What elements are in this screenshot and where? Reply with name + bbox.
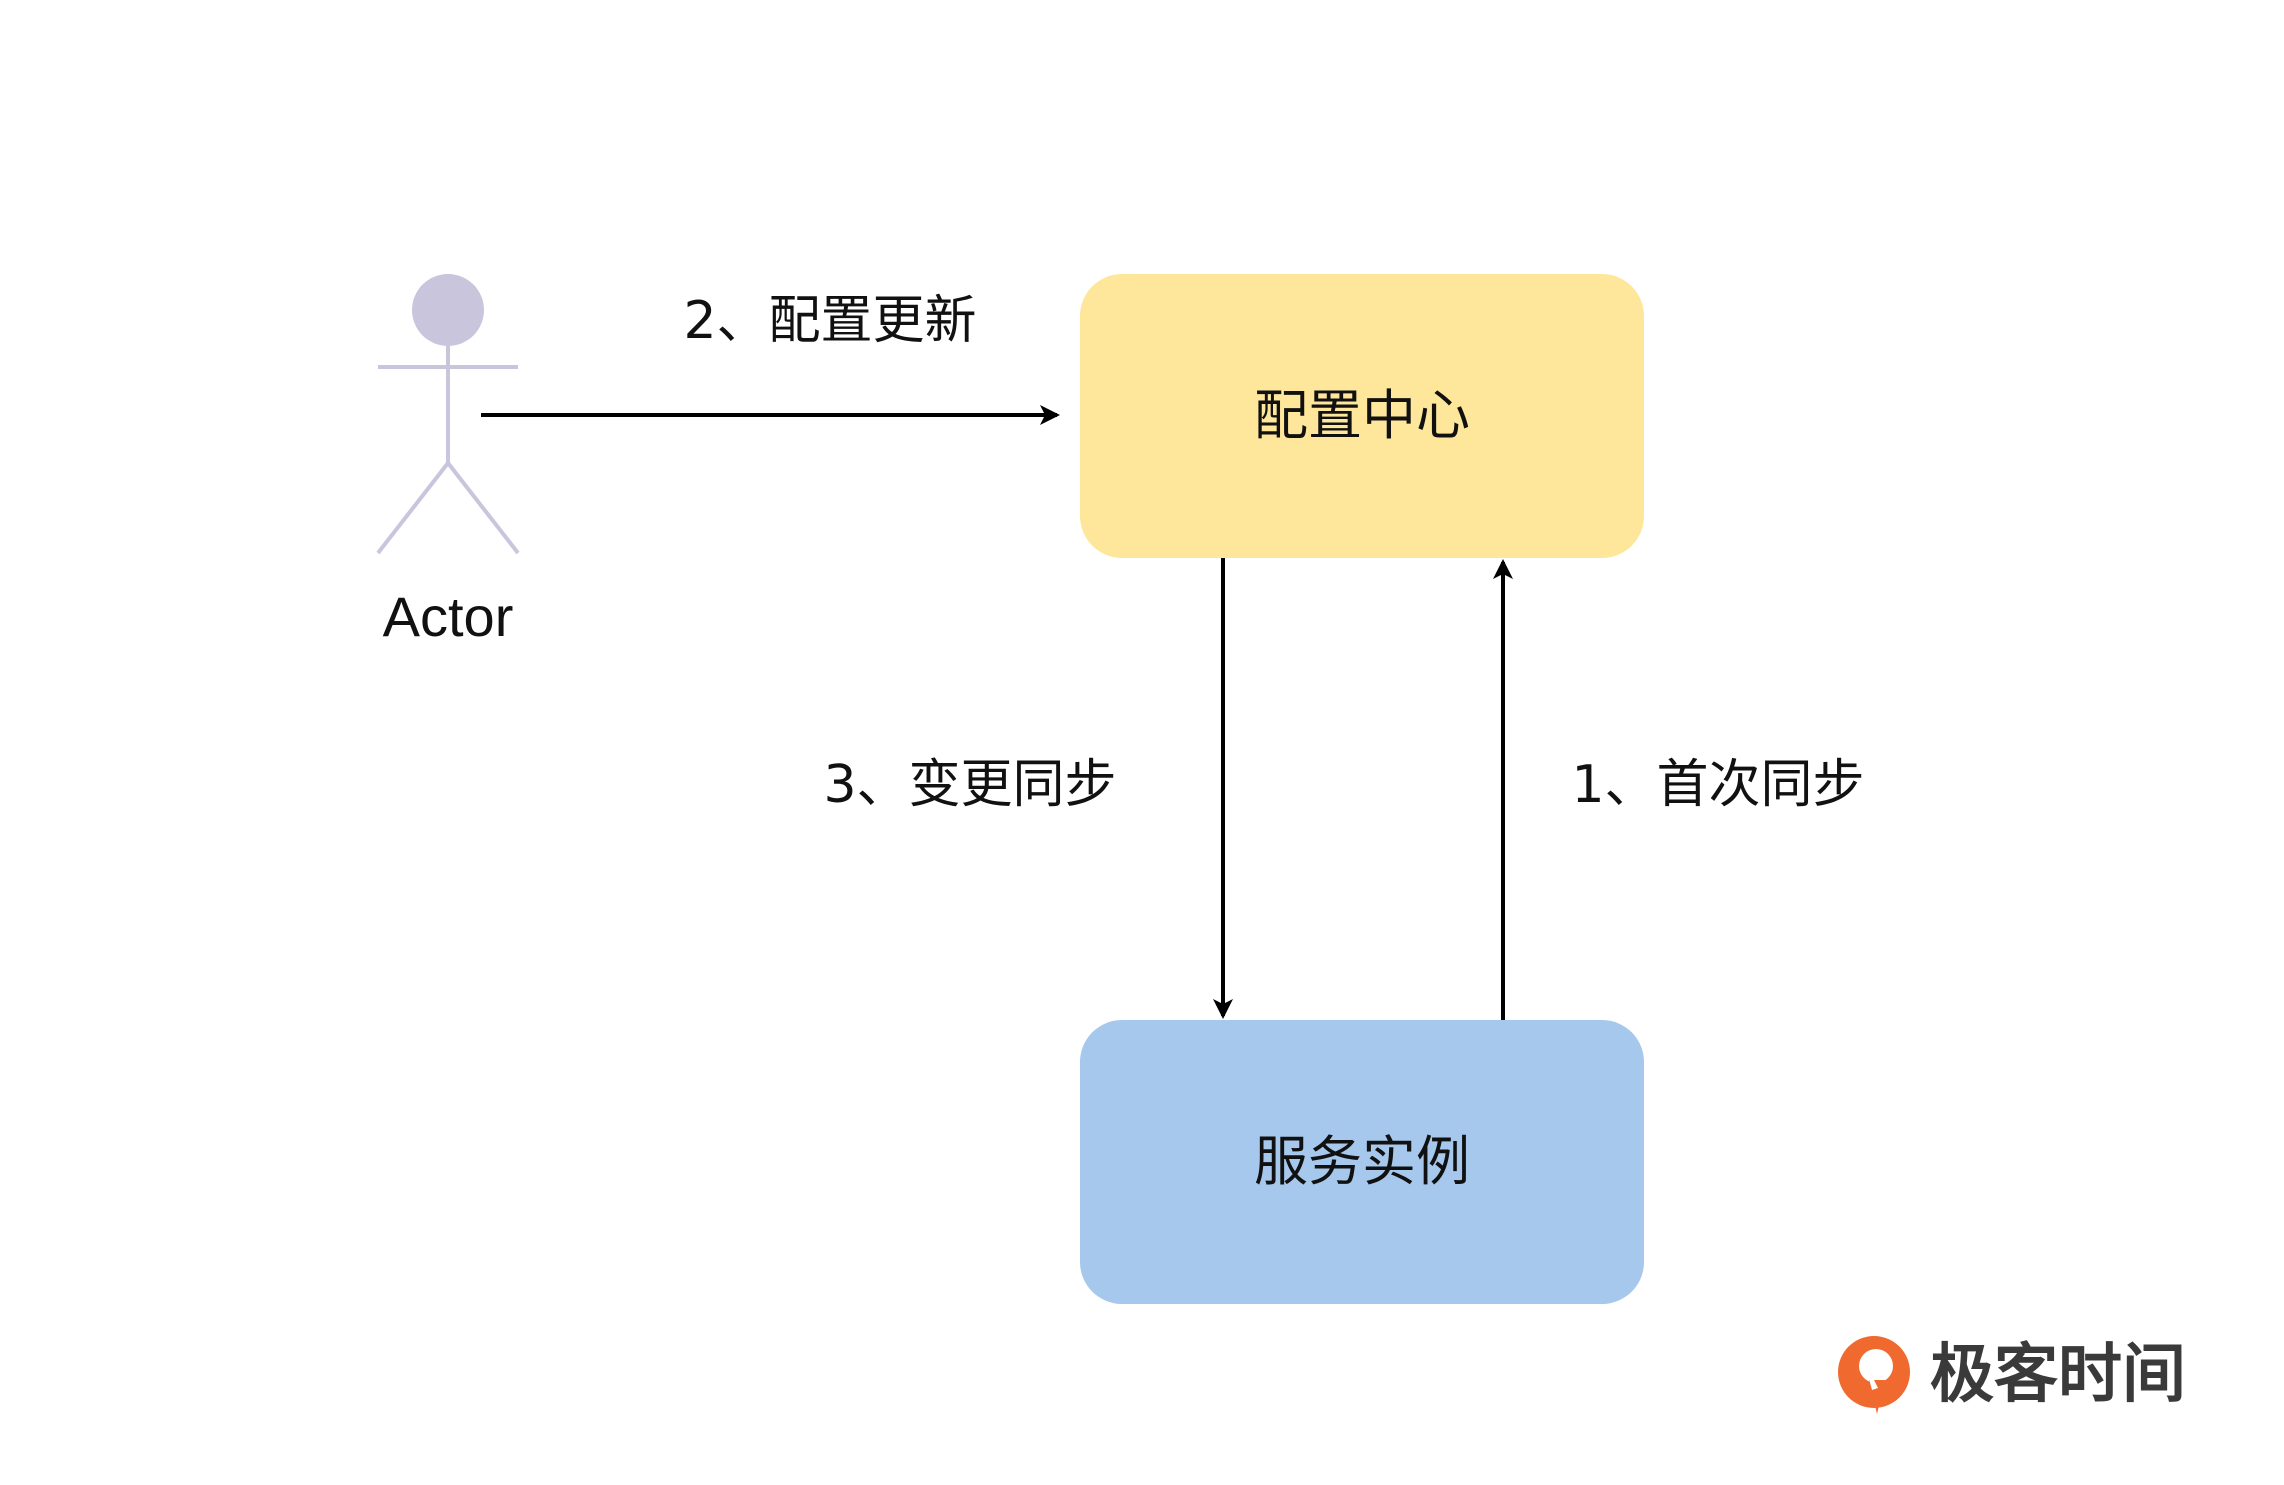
geektime-logo-text: 极客时间 xyxy=(1930,1338,2186,1412)
actor-left-leg xyxy=(376,461,450,555)
actor-right-leg xyxy=(446,461,520,555)
actor-figure[interactable] xyxy=(376,274,520,555)
service-instance-node[interactable]: 服务实例 xyxy=(1080,1020,1644,1304)
first-sync-label: 1、首次同步 xyxy=(1571,755,1864,815)
service-instance-box xyxy=(1080,1020,1644,1304)
config-center-label: 配置中心 xyxy=(1254,384,1470,447)
geektime-logo-icon xyxy=(1838,1336,1910,1414)
geektime-logo: 极客时间 xyxy=(1838,1336,2186,1414)
service-instance-label: 服务实例 xyxy=(1254,1130,1470,1193)
change-sync-label: 3、变更同步 xyxy=(823,755,1116,815)
config-center-box xyxy=(1080,274,1644,558)
actor-head xyxy=(412,274,484,346)
config-center-node[interactable]: 配置中心 xyxy=(1080,274,1644,558)
actor-label: Actor xyxy=(383,585,514,648)
config-update-label: 2、配置更新 xyxy=(683,291,976,351)
